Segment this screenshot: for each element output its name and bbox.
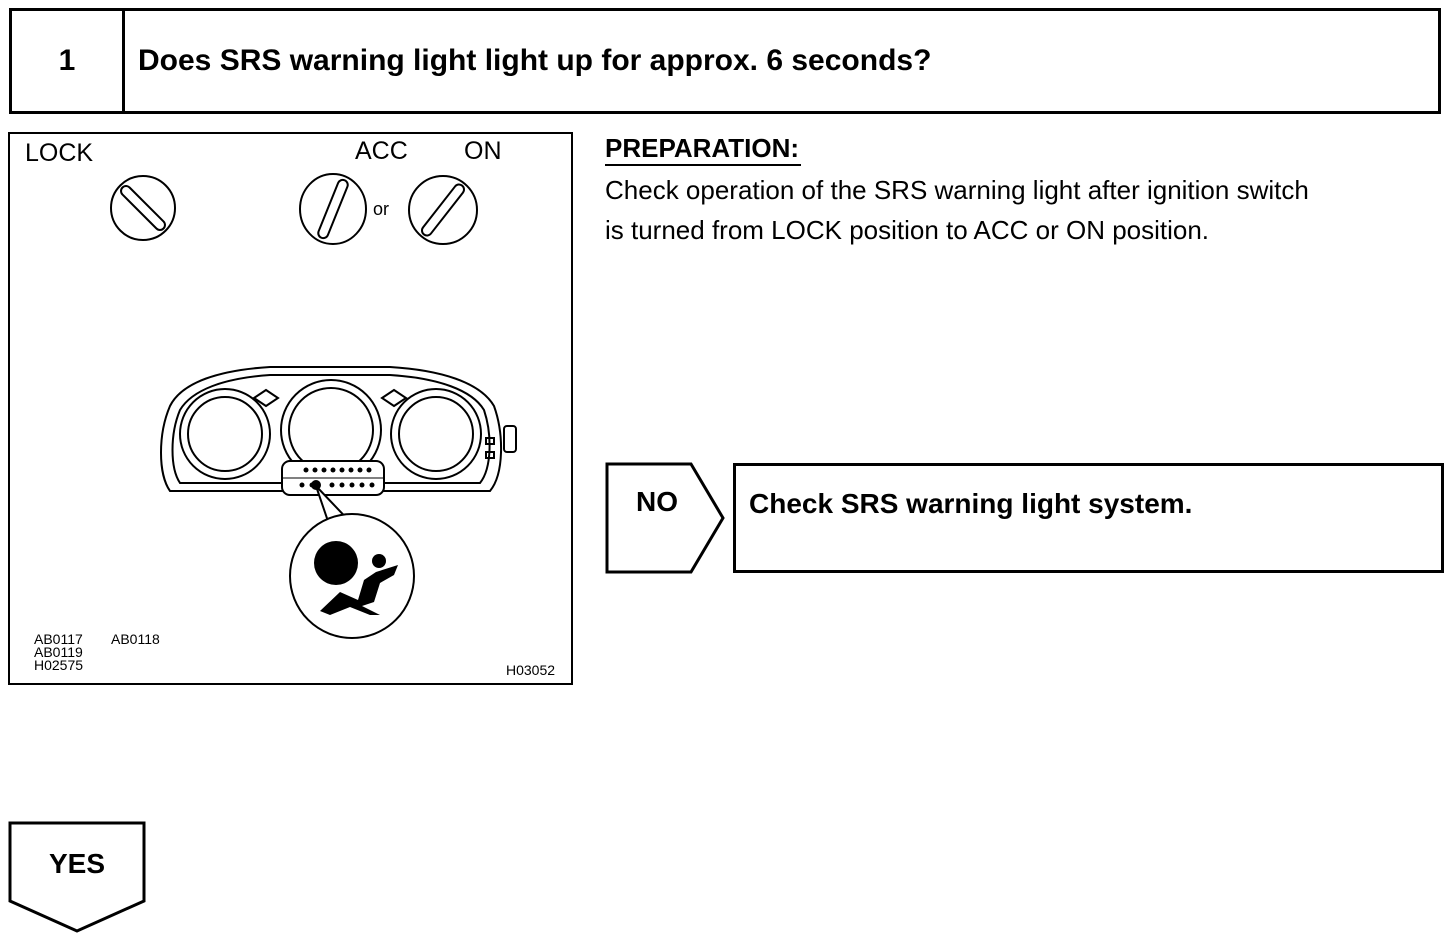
warning-lights-icon (299, 467, 375, 490)
no-label: NO (636, 486, 678, 517)
preparation-line-1: Check operation of the SRS warning light… (605, 175, 1309, 205)
figure-code-middle: AB0118 (111, 631, 160, 647)
step-header: 1 Does SRS warning light light up for ap… (9, 8, 1441, 114)
srs-airbag-warning-icon (289, 485, 415, 639)
step-question: Does SRS warning light light up for appr… (138, 44, 932, 77)
ignition-key-acc-icon (299, 173, 367, 245)
preparation-text: Check operation of the SRS warning light… (605, 170, 1451, 250)
acc-position-label: ACC (355, 137, 408, 165)
ignition-key-on-icon (408, 175, 478, 245)
no-action-box: Check SRS warning light system. (733, 463, 1444, 573)
instrument-cluster-icon (160, 366, 517, 496)
figure-code-left-3: H02575 (34, 657, 84, 673)
step-number: 1 (12, 11, 125, 111)
no-action-text: Check SRS warning light system. (749, 488, 1193, 519)
ignition-key-lock-icon (110, 175, 176, 241)
preparation-heading: PREPARATION: (605, 132, 802, 166)
yes-label: YES (48, 848, 106, 879)
lock-position-label: LOCK (25, 139, 94, 167)
figure-code-left-1: AB0117 (34, 631, 83, 647)
instrument-cluster-figure: LOCK ACC or ON AB0117 AB0119 H02575 AB01… (8, 132, 573, 685)
yes-arrow-tag (8, 821, 146, 933)
figure-code-left-2: AB0119 (34, 644, 83, 660)
preparation-line-2: is turned from LOCK position to ACC or O… (605, 215, 1210, 245)
on-position-label: ON (464, 137, 502, 165)
no-arrow-tag (605, 462, 725, 574)
or-label: or (373, 199, 390, 219)
figure-drawing (110, 173, 517, 639)
figure-code-right: H03052 (506, 662, 556, 678)
